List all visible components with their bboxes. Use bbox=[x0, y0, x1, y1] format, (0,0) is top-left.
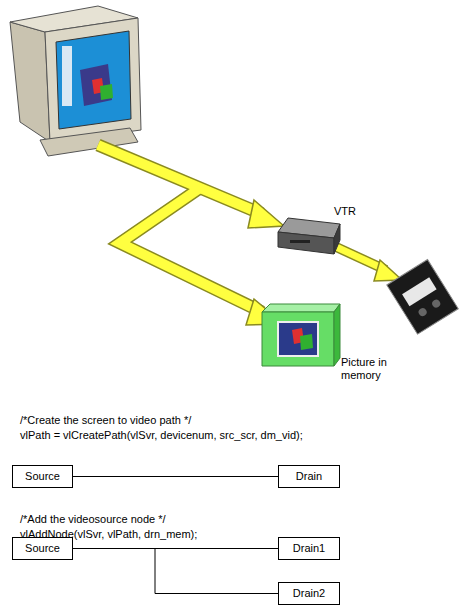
process-box: Drain bbox=[278, 465, 340, 488]
memory-picture bbox=[278, 322, 318, 356]
arrow-band bbox=[120, 188, 262, 312]
vtr-side bbox=[334, 224, 340, 254]
code-line: vlPath = vlCreatePath(vlSvr, devicenum, … bbox=[20, 429, 460, 442]
monitor bbox=[10, 6, 141, 156]
cassette-reel bbox=[417, 307, 428, 318]
memory-front bbox=[262, 312, 334, 366]
screen-cube bbox=[100, 84, 113, 100]
screen-window bbox=[62, 46, 72, 106]
device-label: VTR bbox=[334, 205, 374, 218]
connector-line bbox=[73, 549, 278, 594]
cassette-label bbox=[402, 277, 437, 306]
connector-line bbox=[73, 476, 278, 477]
code-comment: /*Add the videosource node */ bbox=[20, 513, 460, 526]
node-text: Drain2 bbox=[293, 587, 325, 600]
node-text: Source bbox=[25, 470, 60, 483]
vtr-slot bbox=[290, 240, 310, 243]
vtr-front bbox=[278, 232, 334, 254]
monitor-side bbox=[10, 22, 50, 142]
code-comment: /*Create the screen to video path */ bbox=[20, 414, 460, 427]
cassette-reel bbox=[431, 298, 442, 309]
screen-window bbox=[80, 64, 112, 106]
code-line: vlAddNode(vlSvr, vlPath, drn_mem); bbox=[20, 528, 460, 541]
device-label: Picture in memory bbox=[341, 356, 403, 382]
node-text: Source bbox=[25, 542, 60, 555]
picture-cube bbox=[300, 334, 313, 350]
signal-arrow bbox=[98, 145, 386, 312]
arrowhead bbox=[248, 200, 284, 228]
node-text: Drain bbox=[296, 470, 322, 483]
monitor-screen bbox=[56, 31, 131, 129]
process-box: Source bbox=[12, 465, 73, 488]
process-box: Drain1 bbox=[278, 537, 340, 560]
process-box: Source bbox=[12, 537, 73, 560]
vtr-device bbox=[278, 218, 340, 254]
monitor-bezel bbox=[45, 18, 141, 142]
cassette-body bbox=[387, 260, 458, 335]
video-cassette bbox=[387, 260, 458, 335]
memory-top bbox=[262, 304, 340, 312]
memory-side bbox=[334, 304, 340, 366]
memory-block bbox=[262, 304, 340, 366]
node-text: Drain1 bbox=[293, 542, 325, 555]
process-box: Drain2 bbox=[278, 582, 340, 605]
